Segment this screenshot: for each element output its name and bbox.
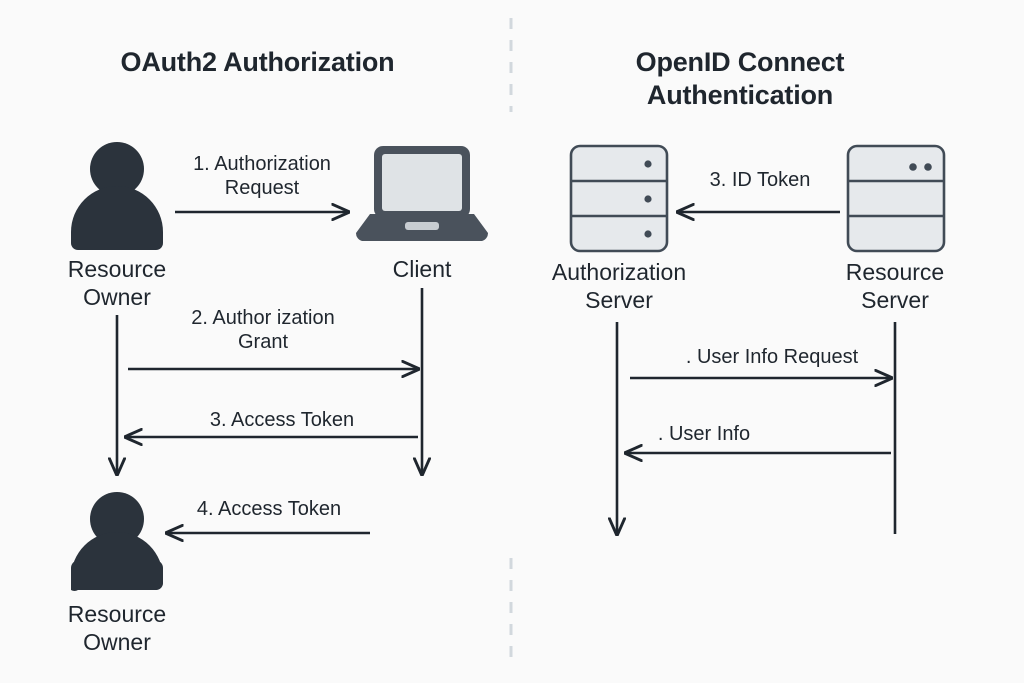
left-panel-title: OAuth2 Authorization — [120, 47, 395, 77]
left-panel-arrows — [117, 212, 422, 533]
node-label-authorization-server: Authorization Server — [551, 259, 687, 314]
edge-label-authorization-request: 1. Authorization Request — [193, 153, 331, 200]
laptop-icon-client — [355, 146, 489, 241]
node-label-resource-owner-bottom: Resource Owner — [67, 601, 167, 656]
node-label-resource-owner-top: Resource Owner — [67, 256, 167, 311]
edge-label-user-info-request: . User Info Request — [685, 346, 859, 368]
server-icon-resource-server — [846, 144, 946, 253]
node-label-client: Client — [392, 256, 452, 282]
right-panel-arrows — [617, 212, 897, 534]
edge-label-access-token-3: 3. Access Token — [209, 409, 355, 431]
edge-label-user-info: . User Info — [657, 423, 751, 445]
edge-label-authorization-grant: 2. Author ization Grant — [191, 307, 335, 354]
person-icon-resource-owner-top — [71, 142, 163, 250]
edge-label-id-token: 3. ID Token — [709, 169, 811, 191]
node-label-resource-server: Resource Server — [845, 259, 945, 314]
person-icon-resource-owner-bottom — [71, 492, 163, 591]
edge-label-access-token-4: 4. Access Token — [196, 498, 342, 520]
server-icon-authorization-server — [569, 144, 669, 253]
right-panel-title: OpenID Connect Authentication — [635, 47, 845, 110]
